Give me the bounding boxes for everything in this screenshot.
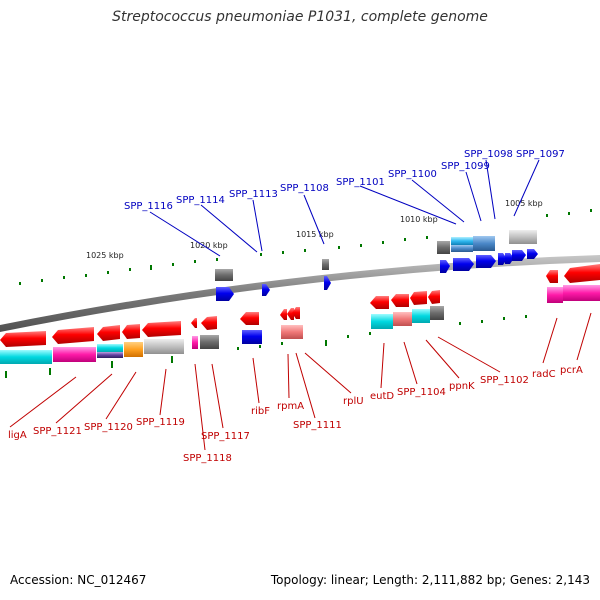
kbp-label: 1015 kbp	[296, 230, 334, 239]
top-gene-labels: SPP_1116 SPP_1114 SPP_1113 SPP_1108 SPP_…	[124, 149, 565, 212]
gene-label-radc: radC	[532, 369, 556, 380]
gene-label-spp-1104: SPP_1104	[397, 387, 446, 398]
bottom-strand-genes	[0, 264, 600, 347]
gene-label-spp-1114: SPP_1114	[176, 195, 225, 206]
kbp-label: 1010 kbp	[400, 215, 438, 224]
gene-label-rpma: rpmA	[277, 401, 304, 412]
accession-text: Accession: NC_012467	[10, 573, 147, 587]
gene-label-ppnk: ppnK	[449, 381, 475, 392]
kbp-label: 1005 kbp	[505, 199, 543, 208]
upper-tick-row	[19, 209, 592, 285]
gene-label-ribf: ribF	[251, 406, 270, 417]
gene-label-spp-1113: SPP_1113	[229, 189, 278, 200]
bottom-leader-lines	[9, 312, 592, 451]
page-title: Streptococcus pneumoniae P1031, complete…	[112, 9, 488, 25]
gene-label-spp-1117: SPP_1117	[201, 431, 250, 442]
gene-label-spp-1111: SPP_1111	[293, 420, 342, 431]
kbp-label: 1020 kbp	[190, 241, 228, 250]
gene-label-spp-1108: SPP_1108	[280, 183, 329, 194]
bottom-gene-labels: ligA SPP_1121 SPP_1120 SPP_1119 SPP_1118…	[8, 365, 583, 464]
gene-label-spp-1116: SPP_1116	[124, 201, 173, 212]
gene-label-rplu: rplU	[343, 396, 364, 407]
topology-text: Topology: linear; Length: 2,111,882 bp; …	[270, 573, 590, 587]
gene-label-spp-1098: SPP_1098	[464, 149, 513, 160]
kbp-label: 1025 kbp	[86, 251, 124, 260]
gene-label-spp-1100: SPP_1100	[388, 169, 437, 180]
gene-label-spp-1101: SPP_1101	[336, 177, 385, 188]
gene-label-pcra: pcrA	[560, 365, 583, 376]
gene-label-spp-1119: SPP_1119	[136, 417, 185, 428]
gene-label-spp-1120: SPP_1120	[84, 422, 133, 433]
gene-label-spp-1121: SPP_1121	[33, 426, 82, 437]
gene-label-spp-1099: SPP_1099	[441, 161, 490, 172]
kbp-scale: 1025 kbp 1020 kbp 1015 kbp 1010 kbp 1005…	[86, 199, 543, 260]
bottom-strand-features	[0, 285, 600, 364]
gene-label-spp-1097: SPP_1097	[516, 149, 565, 160]
genome-backbone	[0, 255, 600, 332]
top-strand-genes	[216, 249, 538, 301]
top-leader-lines	[149, 159, 540, 257]
gene-label-spp-1118: SPP_1118	[183, 453, 232, 464]
gene-label-liga: ligA	[8, 430, 27, 441]
gene-label-eutd: eutD	[370, 391, 394, 402]
top-strand-features	[215, 230, 537, 281]
lower-tick-row	[5, 315, 527, 378]
gene-label-spp-1102: SPP_1102	[480, 375, 529, 386]
